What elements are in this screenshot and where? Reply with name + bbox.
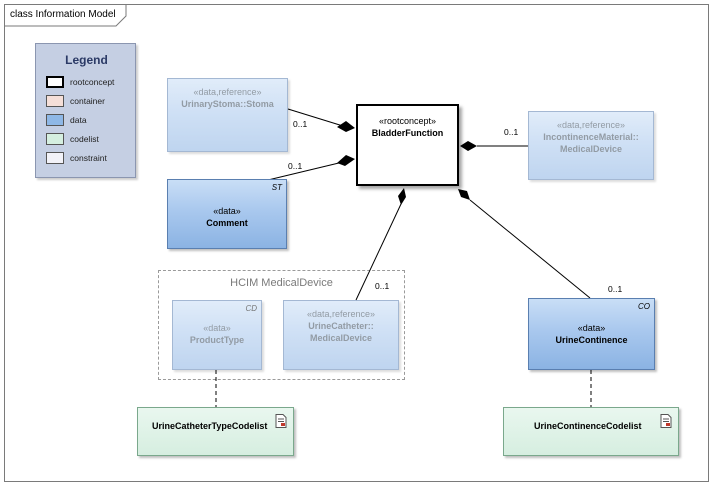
association-comment (267, 161, 344, 181)
class-urinecontinence[interactable]: CO «data» UrineContinence (528, 298, 655, 370)
multiplicity-catheter: 0..1 (375, 281, 390, 291)
datatype-tag: CO (638, 302, 650, 311)
stereotype: «rootconcept» (378, 116, 437, 126)
datatype-tag: CD (245, 304, 257, 313)
class-producttype[interactable]: CD «data» ProductType (172, 300, 262, 370)
legend-label-rootconcept: rootconcept (70, 77, 115, 87)
multiplicity-continence: 0..1 (608, 284, 623, 294)
codelist-name: UrineCatheterTypeCodelist (152, 421, 268, 431)
codelist-urinecontinence[interactable]: UrineContinenceCodelist (503, 407, 679, 456)
class-name: Comment (206, 218, 248, 228)
class-name-line1: UrineCatheter:: (308, 321, 374, 331)
stereotype: «data,reference» (556, 120, 626, 130)
class-urinarystoma-stoma[interactable]: «data,reference» UrinaryStoma::Stoma (167, 78, 288, 152)
stereotype: «data» (203, 323, 231, 333)
class-name-line2: MedicalDevice (559, 144, 623, 154)
class-name: ProductType (189, 335, 245, 345)
class-name: UrinaryStoma::Stoma (181, 99, 274, 109)
diamond-continence (458, 189, 470, 200)
package-title: HCIM MedicalDevice (230, 277, 333, 289)
legend-title: Legend (65, 53, 108, 67)
diamond-catheter (398, 188, 406, 205)
diamond-comment (337, 155, 355, 166)
legend-swatch-constraint (46, 152, 64, 164)
class-name: BladderFunction (371, 128, 444, 138)
legend-label-codelist: codelist (70, 134, 99, 144)
multiplicity-stoma: 0..1 (293, 119, 308, 129)
stereotype: «data,reference» (306, 309, 376, 319)
class-bladderfunction[interactable]: «rootconcept» BladderFunction (356, 104, 459, 186)
diagram-frame (4, 4, 709, 482)
stereotype: «data» (213, 206, 241, 216)
stereotype: «data,reference» (193, 87, 262, 97)
class-urinecatheter-medicaldevice[interactable]: «data,reference» UrineCatheter:: Medical… (283, 300, 399, 370)
frame-tab-outline (4, 4, 127, 27)
class-incontinencematerial-medicaldevice[interactable]: «data,reference» IncontinenceMaterial:: … (528, 111, 654, 180)
codelist-urinecathetertype[interactable]: UrineCatheterTypeCodelist (137, 407, 294, 456)
legend-label-data: data (70, 115, 87, 125)
diamond-incontinence (460, 141, 477, 151)
class-name: UrineContinence (555, 335, 628, 345)
document-icon (275, 414, 287, 428)
class-comment[interactable]: ST «data» Comment (167, 179, 287, 249)
document-icon (660, 414, 672, 428)
multiplicity-incontinence: 0..1 (504, 127, 519, 137)
codelist-name: UrineContinenceCodelist (534, 421, 642, 431)
frame-title: class Information Model (10, 9, 116, 20)
legend-swatch-codelist (46, 133, 64, 145)
legend-swatch-rootconcept (46, 76, 64, 88)
legend-label-container: container (70, 96, 105, 106)
datatype-tag: ST (271, 183, 282, 192)
legend-label-constraint: constraint (70, 153, 107, 163)
association-continence (469, 199, 591, 299)
frame-title-tab: class Information Model (4, 4, 127, 27)
legend: Legend rootconcept container data codeli… (35, 43, 136, 178)
legend-swatch-container (46, 95, 64, 107)
association-stoma (287, 108, 344, 127)
diamond-stoma (337, 121, 355, 132)
stereotype: «data» (577, 323, 606, 333)
package-hcim-medicaldevice[interactable] (158, 270, 405, 380)
class-name-line2: MedicalDevice (309, 333, 373, 343)
association-catheter (355, 203, 402, 301)
legend-swatch-data (46, 114, 64, 126)
class-name-line1: IncontinenceMaterial:: (543, 132, 639, 142)
multiplicity-comment: 0..1 (288, 161, 303, 171)
